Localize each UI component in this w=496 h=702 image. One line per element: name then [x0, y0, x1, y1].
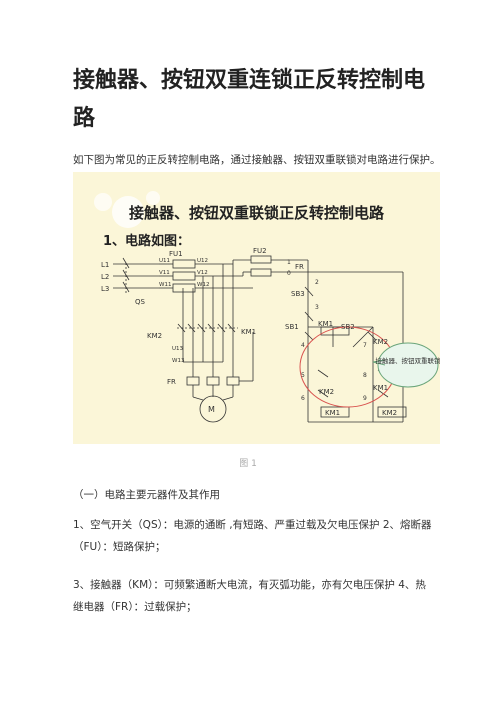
label-w12: W12 [197, 282, 209, 288]
label-km2-nc: KM2 [319, 388, 334, 396]
annotation-text: 接触器、按钮双重联锁 [376, 356, 441, 365]
label-motor: M [208, 405, 215, 414]
label-sb3: SB3 [291, 290, 305, 298]
label-fu2: FU2 [253, 247, 267, 255]
circuit-figure: L1 L2 L3 QS FU1 FU2 U11 V11 W11 U12 V12 … [73, 172, 440, 444]
label-qs: QS [135, 298, 146, 306]
intro-paragraph: 如下图为常见的正反转控制电路，通过接触器、按钮双重联锁对电路进行保护。 [73, 154, 441, 166]
label-km1-nc: KM1 [373, 384, 388, 392]
figure-title: 接触器、按钮双重联锁正反转控制电路 [128, 204, 384, 222]
paragraph-item-1: 1、空气开关（QS）：电源的通断 ,有短路、严重过载及欠电压保护 2、熔断器（F… [73, 519, 432, 553]
node-3: 3 [315, 304, 319, 311]
node-9: 9 [363, 395, 367, 402]
document-title: 接触器、按钮双重连锁正反转控制电路 [73, 68, 426, 131]
label-km1-aux: KM1 [318, 320, 333, 328]
node-7: 7 [363, 342, 367, 349]
label-l1: L1 [101, 261, 109, 269]
figure-subtitle: 1、电路如图： [103, 234, 191, 249]
label-w13: W13 [172, 358, 185, 364]
label-l3: L3 [101, 285, 109, 293]
label-v11: V11 [159, 270, 170, 276]
annotation-bubble [377, 342, 439, 388]
label-u12: U12 [197, 258, 208, 264]
node-8: 8 [363, 372, 367, 379]
circuit-diagram: L1 L2 L3 QS FU1 FU2 U11 V11 W11 U12 V12 … [94, 191, 441, 423]
label-l2: L2 [101, 273, 109, 281]
label-v12: V12 [197, 270, 208, 276]
label-fr-ctrl: FR [295, 263, 304, 271]
node-0: 0 [287, 270, 291, 277]
paragraph-item-3: 3、接触器（KM）：可频繁通断大电流，有灭弧功能，亦有欠电压保护 4、热继电器（… [73, 579, 426, 613]
label-sb1: SB1 [285, 323, 299, 331]
node-5: 5 [301, 372, 305, 379]
section-heading: （一）电路主要元器件及其作用 [73, 489, 220, 501]
node-6: 6 [301, 395, 305, 402]
label-u11: U11 [159, 258, 170, 264]
decor-bubble [112, 196, 144, 228]
decor-bubble [146, 191, 160, 205]
label-km2-coil: KM2 [382, 409, 397, 417]
node-2: 2 [315, 279, 319, 286]
label-km2-main: KM2 [147, 332, 162, 340]
label-sb2: SB2 [341, 323, 355, 331]
label-km1-main: KM1 [241, 328, 256, 336]
label-km1-coil: KM1 [325, 409, 340, 417]
label-km2-aux: KM2 [373, 338, 388, 346]
label-w11: W11 [159, 282, 171, 288]
label-u13: U13 [172, 346, 184, 352]
node-1: 1 [287, 259, 291, 266]
label-fr-main: FR [167, 378, 176, 386]
decor-bubble [94, 193, 112, 211]
figure-caption: 图 1 [239, 459, 257, 469]
node-4: 4 [301, 342, 305, 349]
label-fu1: FU1 [169, 250, 183, 258]
